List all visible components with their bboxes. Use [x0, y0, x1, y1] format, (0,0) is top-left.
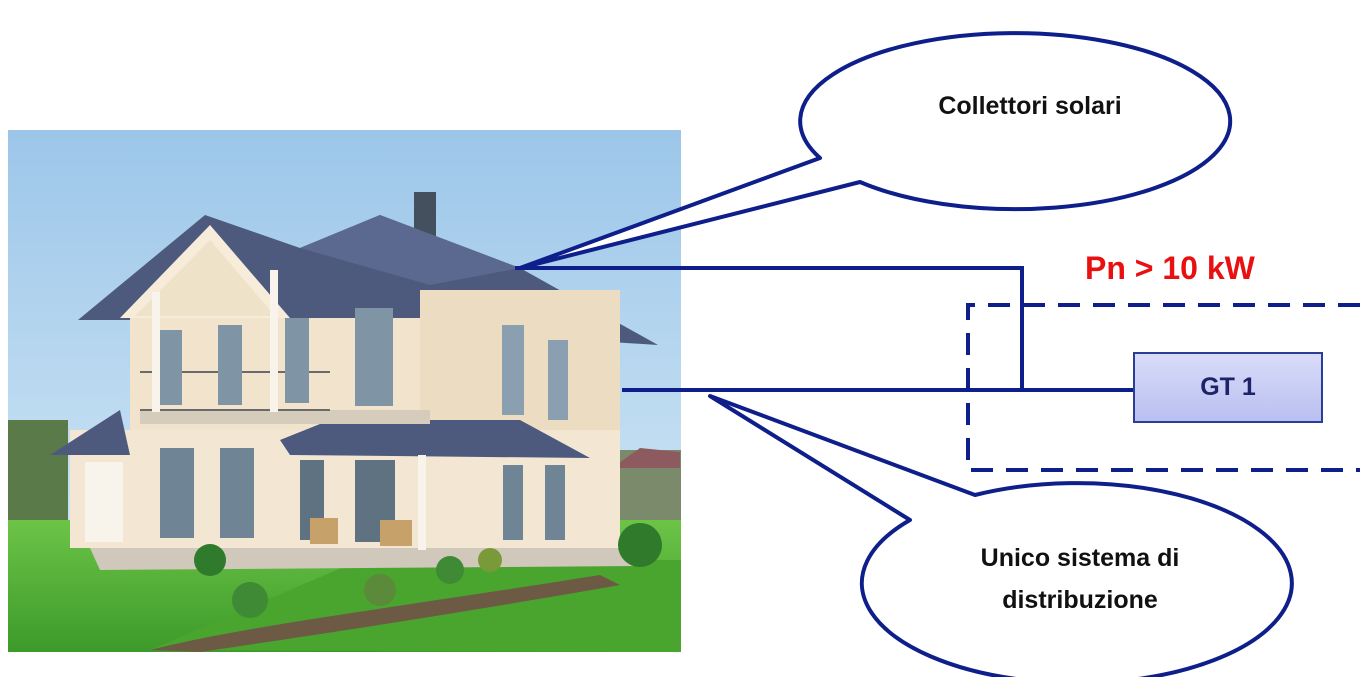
house-illustration [8, 130, 681, 652]
distribution-callout-line1: Unico sistema di [980, 544, 1180, 572]
solar-connection-line [515, 266, 1024, 390]
distribution-callout-bubble [708, 394, 1294, 677]
solar-callout-bubble [518, 31, 1233, 270]
distribution-callout-line2: distribuzione [1002, 586, 1158, 614]
generator-label: GT 1 [1200, 373, 1256, 401]
power-threshold-label: Pn > 10 kW [1085, 250, 1255, 286]
solar-callout-text: Collettori solari [938, 92, 1122, 120]
plant-boundary-dashed [966, 303, 1360, 472]
generator-box: GT 1 [1133, 352, 1323, 423]
distribution-callout-text: Unico sistema di distribuzione [900, 537, 1260, 621]
